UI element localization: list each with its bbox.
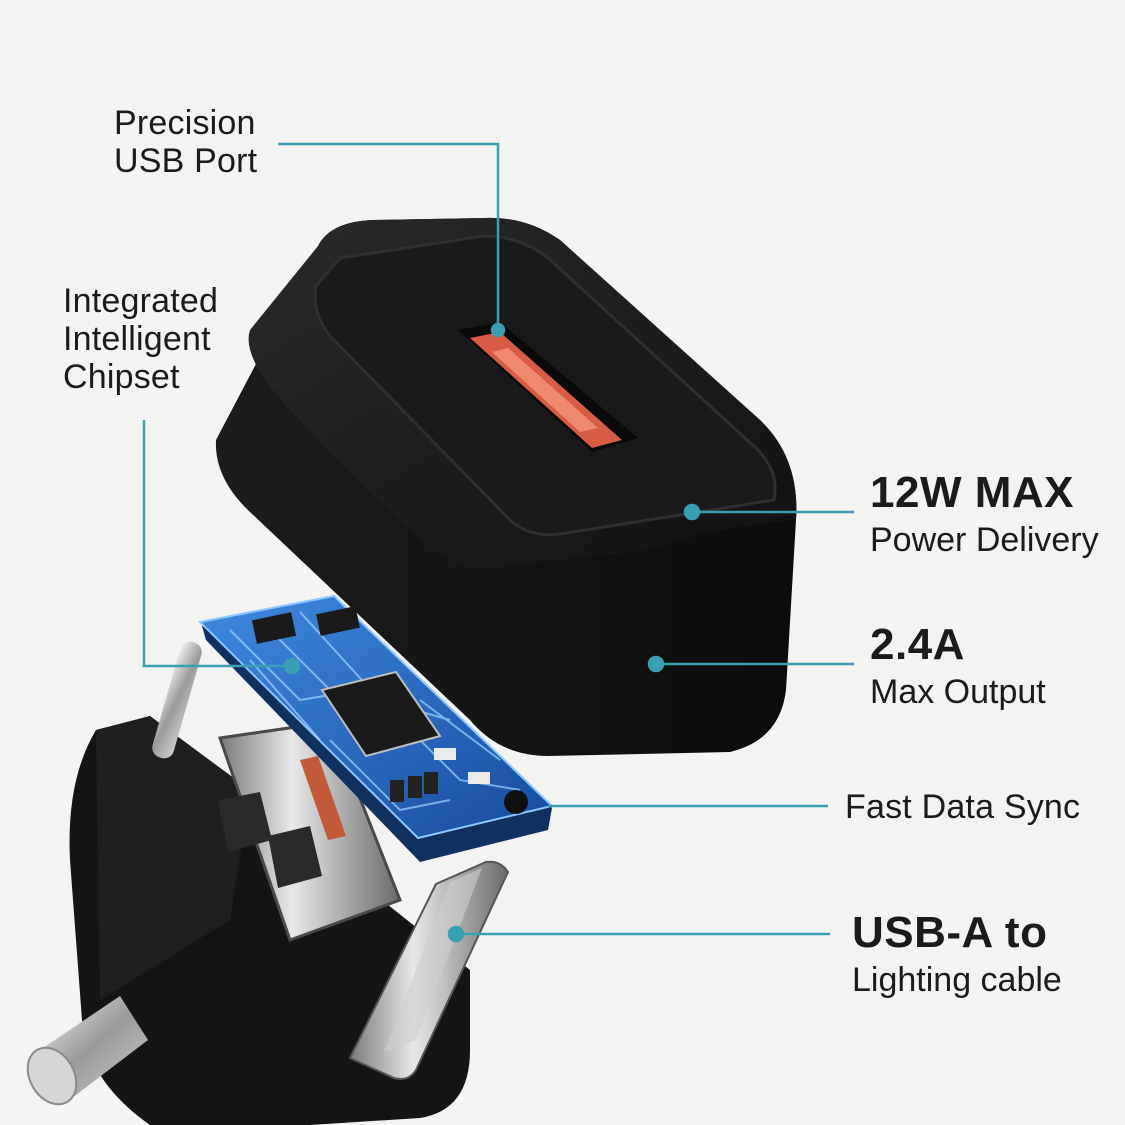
- chipset-line3: Chipset: [63, 358, 180, 397]
- usb-port-line2: USB Port: [114, 142, 258, 181]
- plug-pin-icon: [26, 996, 148, 1106]
- cable-subtitle: Lighting cable: [852, 961, 1062, 1000]
- internal-usb-connector: [217, 720, 402, 942]
- callout-output: 2.4A Max Output: [870, 620, 1046, 711]
- power-title: 12W MAX: [870, 468, 1074, 517]
- callout-line-usb-port: [278, 142, 500, 330]
- callout-lines: [142, 142, 854, 943]
- usb-a-port-icon: [458, 322, 638, 452]
- output-title: 2.4A: [870, 620, 965, 669]
- power-subtitle: Power Delivery: [870, 521, 1099, 560]
- chipset-line1: Integrated: [63, 282, 219, 320]
- cable-title: USB-A to: [852, 908, 1048, 957]
- callout-cable: USB-A to Lighting cable: [852, 908, 1062, 999]
- callout-sync: Fast Data Sync: [845, 788, 1080, 826]
- lightning-connector-icon: [348, 860, 510, 1080]
- sync-line1: Fast Data Sync: [845, 788, 1081, 826]
- metal-rod: [152, 641, 202, 759]
- charger-housing-icon: [215, 217, 797, 756]
- callout-chipset: Integrated Intelligent Chipset: [63, 282, 218, 396]
- output-subtitle: Max Output: [870, 673, 1046, 712]
- callout-power: 12W MAX Power Delivery: [870, 468, 1099, 559]
- callout-usb-port: Precision USB Port: [114, 104, 257, 180]
- chipset-line2: Intelligent: [63, 320, 211, 359]
- usb-port-line1: Precision: [114, 104, 256, 142]
- callout-line-chipset: [142, 420, 292, 668]
